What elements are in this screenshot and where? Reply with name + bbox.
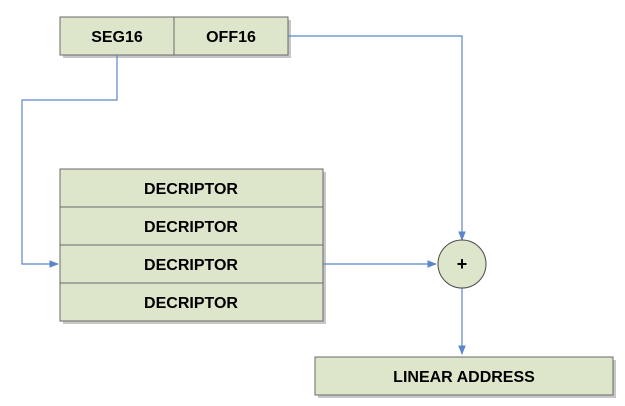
descriptor-row-label: DECRIPTOR <box>144 295 238 312</box>
descriptor-row: DECRIPTOR <box>59 168 324 208</box>
off16-label: OFF16 <box>206 29 256 46</box>
adder-plus-symbol: + <box>457 254 468 274</box>
descriptor-row: DECRIPTOR <box>59 244 324 284</box>
adder: + <box>437 239 487 289</box>
seg16-field: SEG16 <box>59 16 175 56</box>
descriptor-row-label: DECRIPTOR <box>144 219 238 236</box>
descriptor-row: DECRIPTOR <box>59 206 324 246</box>
descriptor-row: DECRIPTOR <box>59 282 324 322</box>
descriptor-row-label: DECRIPTOR <box>144 181 238 198</box>
off16-to-adder-arrow <box>288 35 466 241</box>
adder-circle <box>437 239 487 289</box>
linear-address-box: LINEAR ADDRESS <box>314 356 616 398</box>
linear-address-label: LINEAR ADDRESS <box>393 369 535 386</box>
selector-register: SEG16 OFF16 <box>59 16 291 58</box>
descriptor-table: DECRIPTOR DECRIPTOR DECRIPTOR DECRIPTOR <box>59 168 326 324</box>
seg16-to-descriptor-arrow <box>21 55 118 268</box>
off16-field: OFF16 <box>173 16 289 56</box>
descriptor-row-label: DECRIPTOR <box>144 257 238 274</box>
seg16-label: SEG16 <box>91 29 143 46</box>
